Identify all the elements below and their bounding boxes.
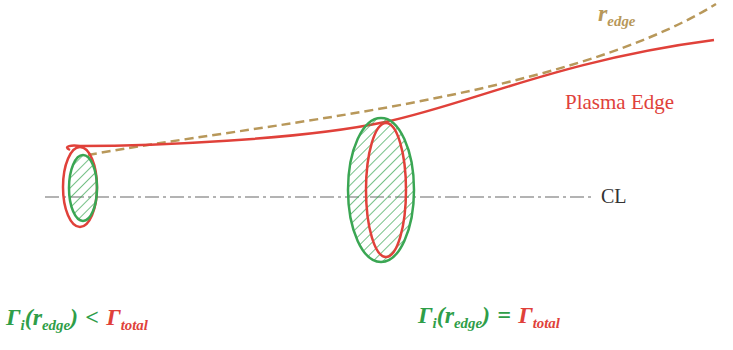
centerline (45, 196, 594, 198)
label-text: Γ (418, 302, 433, 328)
label-text: ) (482, 302, 490, 328)
subscript: i (433, 315, 437, 331)
r-edge-label: redge (598, 0, 635, 30)
label-text: = (497, 302, 511, 328)
label-text: r (33, 304, 42, 330)
subscript: edge (454, 315, 482, 331)
subscript: i (21, 317, 25, 333)
label-text: r (598, 0, 607, 26)
flux-formula: Γi(redge) < Γtotal (6, 304, 148, 334)
label-text: Γ (6, 304, 21, 330)
label-text: ) (70, 304, 78, 330)
centerline-label: CL (601, 185, 627, 208)
plasma-section-right (366, 123, 406, 257)
edge-section-right (348, 118, 414, 262)
flux-formula: Γi(redge) = Γtotal (418, 302, 560, 332)
subscript: edge (607, 13, 635, 29)
label-text: Γ (518, 302, 533, 328)
label-text: Γ (106, 304, 121, 330)
label-text: ( (25, 304, 33, 330)
subscript: edge (42, 317, 70, 333)
subscript: total (121, 317, 148, 333)
plasma-edge-label: Plasma Edge (565, 90, 674, 115)
subscript: total (533, 315, 560, 331)
label-text: r (445, 302, 454, 328)
label-text: Plasma Edge (565, 90, 674, 114)
label-text: CL (601, 185, 627, 207)
edge-section-left (69, 155, 97, 221)
label-text: ( (437, 302, 445, 328)
plasma-section-left (63, 147, 97, 227)
label-text: < (85, 304, 99, 330)
